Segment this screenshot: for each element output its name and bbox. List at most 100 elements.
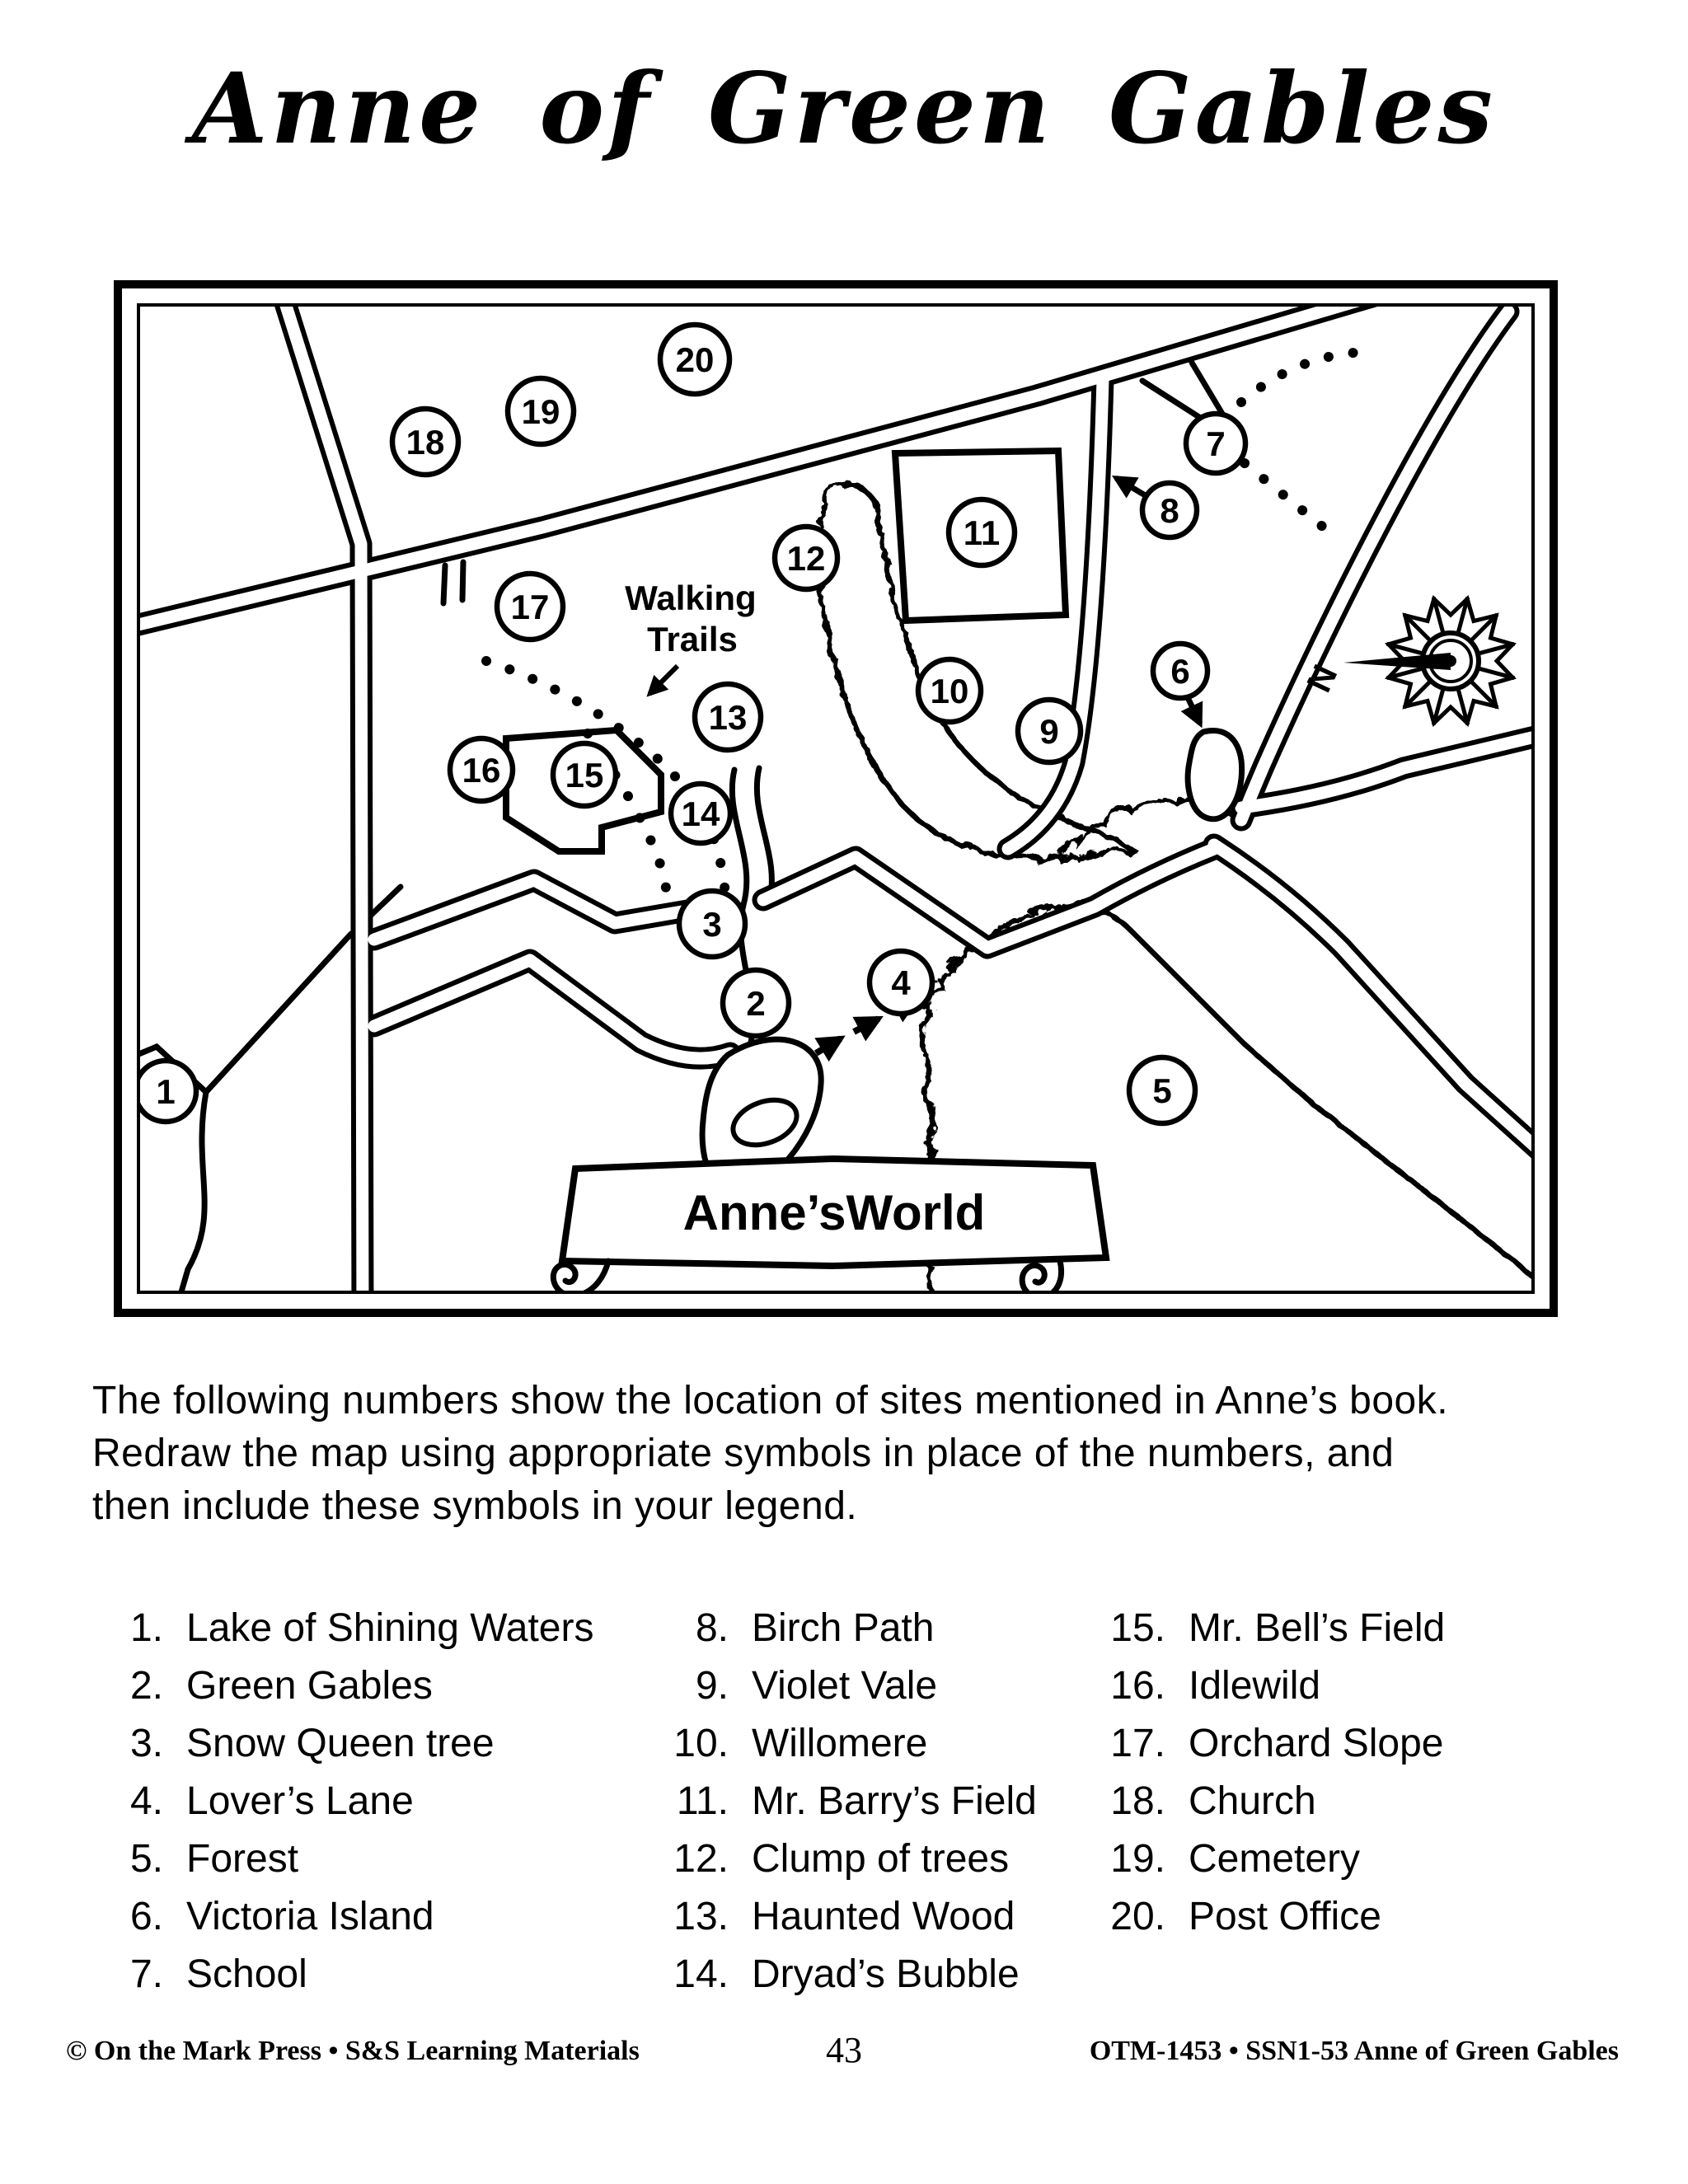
map-marker-number: 15 bbox=[565, 756, 604, 794]
legend-item: 8. Birch Path bbox=[649, 1609, 1037, 1648]
map-marker-number: 14 bbox=[682, 794, 720, 833]
map-marker-18: 18 bbox=[389, 405, 462, 478]
lovers-lane-arrow-2 bbox=[852, 1015, 884, 1042]
legend-item-number: 2. bbox=[129, 1664, 163, 1708]
legend-item: 20. Post Office bbox=[1086, 1897, 1445, 1937]
legend-item: 19. Cemetery bbox=[1086, 1840, 1445, 1879]
map-marker-6: 6 bbox=[1150, 640, 1211, 701]
legend-item-number: 1. bbox=[129, 1606, 163, 1650]
map-marker-number: 8 bbox=[1160, 491, 1179, 530]
legend-item-label: Mr. Bell’s Field bbox=[1189, 1606, 1446, 1650]
legend-item-number: 4. bbox=[129, 1779, 163, 1823]
legend-item-number: 20. bbox=[1110, 1895, 1165, 1938]
map-marker-20: 20 bbox=[657, 321, 733, 397]
legend-item-number: 14. bbox=[673, 1952, 729, 1996]
map-marker-number: 12 bbox=[787, 539, 826, 578]
map-marker-number: 6 bbox=[1170, 652, 1189, 691]
legend-item: 9. Violet Vale bbox=[649, 1666, 1037, 1706]
map-marker-number: 3 bbox=[702, 905, 721, 944]
lake-outlet-line bbox=[178, 1089, 209, 1292]
legend-item-number: 8. bbox=[695, 1606, 729, 1650]
roads bbox=[138, 305, 1533, 1292]
legend-item: 16. Idlewild bbox=[1086, 1666, 1445, 1706]
legend-item-number: 16. bbox=[1110, 1664, 1165, 1708]
legend-item: 4.Lover’s Lane bbox=[106, 1782, 593, 1821]
walking-trails-label-line2: Trails bbox=[647, 620, 738, 658]
map-marker-17: 17 bbox=[494, 570, 566, 643]
map-marker-12: 12 bbox=[771, 523, 841, 593]
map-marker-14: 14 bbox=[668, 780, 734, 846]
map-marker-13: 13 bbox=[692, 681, 764, 753]
map-marker-number: 13 bbox=[709, 698, 748, 737]
legend-item-label: Cemetery bbox=[1189, 1837, 1361, 1881]
legend-item: 11.Mr. Barry’s Field bbox=[649, 1782, 1037, 1821]
banner-title: Anne’sWorld bbox=[683, 1185, 986, 1240]
walking-trails-arrow bbox=[646, 663, 680, 697]
compass-needle bbox=[1343, 653, 1451, 670]
walking-trails-label-line1: Walking bbox=[625, 579, 756, 617]
pond-inner bbox=[730, 1097, 799, 1148]
map-marker-number: 18 bbox=[406, 423, 445, 462]
legend-item: 17. Orchard Slope bbox=[1086, 1724, 1445, 1764]
legend-item: 13. Haunted Wood bbox=[649, 1897, 1037, 1937]
lovers-lane-arrow-1 bbox=[814, 1035, 846, 1062]
legend-item-number: 19. bbox=[1110, 1837, 1165, 1881]
page-footer: 43 © On the Mark Press • S&S Learning Ma… bbox=[0, 2029, 1688, 2079]
legend-item-number: 12. bbox=[673, 1837, 729, 1881]
instructions: The following numbers show the location … bbox=[92, 1375, 1576, 1533]
instructions-line: The following numbers show the location … bbox=[92, 1379, 1449, 1422]
map-marker-number: 4 bbox=[891, 963, 911, 1002]
legend-item-label: Birch Path bbox=[752, 1606, 935, 1650]
legend-item-label: School bbox=[186, 1952, 307, 1996]
legend-item-label: Idlewild bbox=[1189, 1664, 1321, 1708]
map-marker-1: 1 bbox=[138, 1057, 199, 1125]
map-marker-9: 9 bbox=[1015, 696, 1084, 766]
legend-item-label: Post Office bbox=[1189, 1895, 1381, 1938]
legend-item-number: 3. bbox=[129, 1722, 163, 1765]
map-marker-19: 19 bbox=[504, 375, 577, 448]
legend-item-number: 10. bbox=[673, 1722, 729, 1765]
legend-item-label: Violet Vale bbox=[752, 1664, 938, 1708]
legend-item: 14. Dryad’s Bubble bbox=[649, 1955, 1037, 1994]
map-marker-number: 20 bbox=[676, 340, 715, 379]
legend-item: 7. School bbox=[106, 1955, 593, 1994]
legend-item-label: Dryad’s Bubble bbox=[752, 1952, 1020, 1996]
map-marker-number: 5 bbox=[1152, 1071, 1171, 1110]
map-marker-15: 15 bbox=[550, 740, 619, 809]
map-marker-11: 11 bbox=[945, 496, 1018, 569]
map-marker-number: 9 bbox=[1039, 712, 1058, 751]
legend-item: 6.Victoria Island bbox=[106, 1897, 593, 1937]
map-marker-10: 10 bbox=[915, 656, 984, 725]
birch-path-arrow bbox=[1111, 475, 1148, 499]
legend-item-number: 15. bbox=[1110, 1606, 1165, 1650]
page-title: Anne of Green Gables bbox=[192, 51, 1496, 166]
map-marker-number: 7 bbox=[1206, 424, 1225, 463]
map-marker-number: 16 bbox=[462, 751, 501, 790]
map-marker-number: 19 bbox=[522, 392, 560, 431]
road-stub bbox=[440, 559, 467, 607]
legend-item-number: 13. bbox=[673, 1895, 729, 1938]
banner-scroll: Anne’sWorld bbox=[550, 1155, 1110, 1292]
legend-item-label: Orchard Slope bbox=[1189, 1722, 1444, 1765]
legend-item-label: Snow Queen tree bbox=[186, 1722, 495, 1765]
map-marker-4: 4 bbox=[866, 948, 935, 1017]
legend-item-label: Forest bbox=[186, 1837, 299, 1881]
legend-column-3: 15. Mr. Bell’s Field 16. Idlewild 17. Orchard… bbox=[1086, 1609, 1445, 1955]
legend-item-label: Church bbox=[1189, 1779, 1316, 1823]
legend-item-number: 9. bbox=[695, 1664, 729, 1708]
legend-item: 18.Church bbox=[1086, 1782, 1445, 1821]
legend-item-number: 7. bbox=[129, 1952, 163, 1996]
map-marker-number: 2 bbox=[746, 984, 765, 1023]
legend-item-label: Lake of Shining Waters bbox=[186, 1606, 594, 1650]
page-number: 43 bbox=[826, 2030, 862, 2070]
map-border-inner bbox=[137, 303, 1535, 1294]
map-marker-2: 2 bbox=[720, 967, 792, 1039]
legend-item-number: 17. bbox=[1110, 1722, 1165, 1765]
legend-item: 15. Mr. Bell’s Field bbox=[1086, 1609, 1445, 1648]
legend-item-label: Mr. Barry’s Field bbox=[752, 1779, 1037, 1823]
legend-item: 2.Green Gables bbox=[106, 1666, 593, 1706]
map-marker-7: 7 bbox=[1183, 410, 1249, 476]
legend-item-label: Haunted Wood bbox=[752, 1895, 1015, 1938]
map-marker-5: 5 bbox=[1126, 1054, 1198, 1127]
